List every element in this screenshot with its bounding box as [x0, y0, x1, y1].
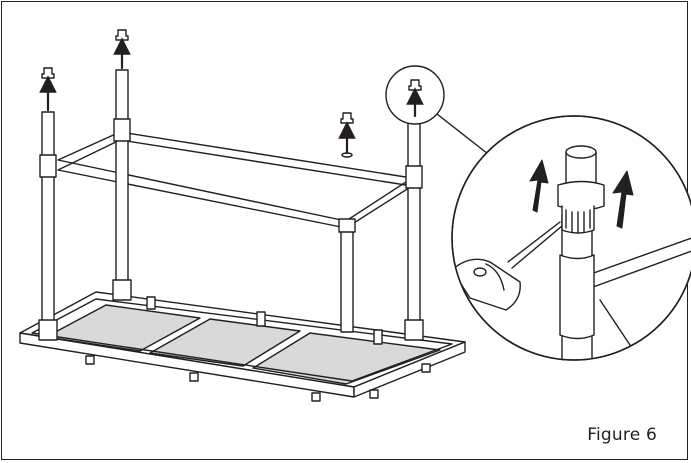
base-frame	[19, 291, 466, 402]
leg-rear-right	[338, 152, 356, 333]
base-panel-middle	[149, 318, 301, 367]
upper-frame	[57, 131, 413, 229]
cap-rear-left	[113, 29, 131, 70]
leg-rear-left	[112, 69, 132, 301]
cap-front-left	[39, 67, 57, 112]
cap-rear-right	[338, 112, 356, 155]
leg-front-right	[404, 117, 424, 341]
cap-front-right	[385, 65, 489, 155]
figure-caption: Figure 6	[587, 425, 657, 445]
base-panel-left	[45, 304, 201, 352]
leg-front-left	[38, 111, 58, 341]
base-panel-right	[252, 332, 441, 385]
screwdriver-icon	[452, 221, 563, 311]
arrow-up-icon	[529, 159, 634, 229]
detail-magnifier	[451, 115, 691, 361]
